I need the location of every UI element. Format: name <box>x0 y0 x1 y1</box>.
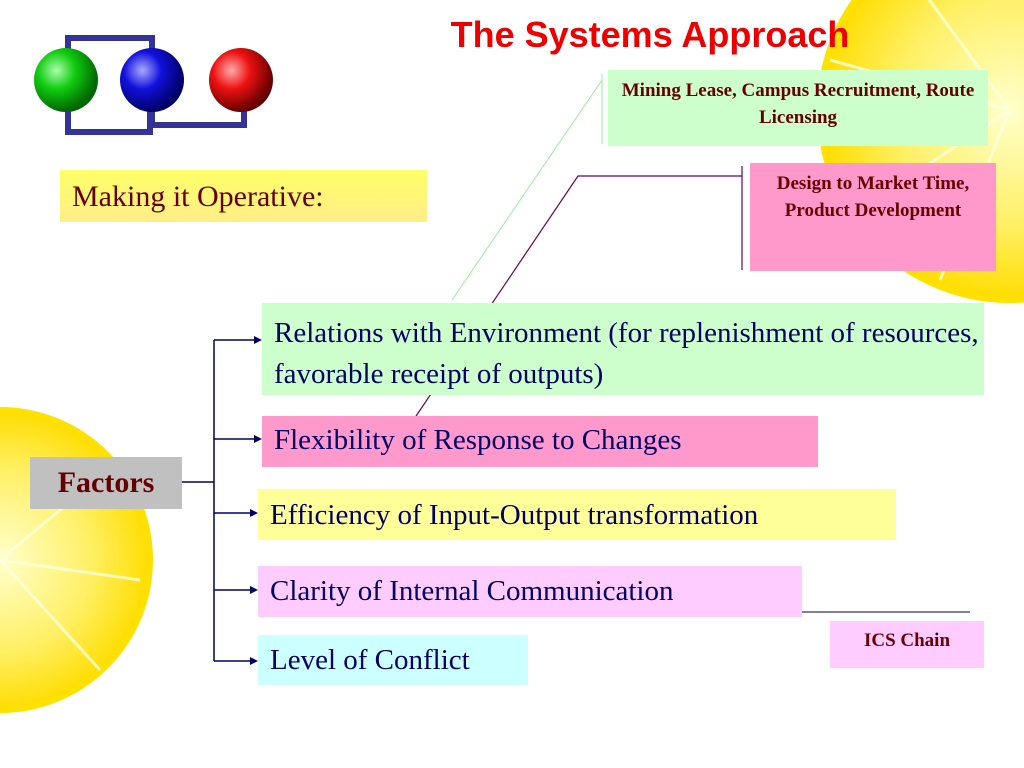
blue-ball-icon <box>120 48 184 112</box>
connectors <box>182 74 970 665</box>
factor-relations-box: Relations with Environment (for replenis… <box>262 303 984 395</box>
lemon-slice-left <box>0 407 153 713</box>
logo <box>34 28 273 152</box>
page-title: The Systems Approach <box>450 14 850 55</box>
subtitle-box: Making it Operative: <box>60 170 427 222</box>
green-ball-icon <box>34 48 98 112</box>
factor-conflict-box: Level of Conflict <box>258 635 528 685</box>
factor-efficiency-box: Efficiency of Input-Output transformatio… <box>258 489 896 540</box>
factor-flexibility-box: Flexibility of Response to Changes <box>262 416 818 467</box>
factors-root-box: Factors <box>30 457 182 509</box>
red-ball-icon <box>209 48 273 112</box>
factor-communication-box: Clarity of Internal Communication <box>258 566 802 617</box>
example-communication-box: ICS Chain <box>830 621 984 668</box>
example-flexibility-box: Design to Market Time, Product Developme… <box>750 163 996 271</box>
example-relations-box: Mining Lease, Campus Recruitment, Route … <box>608 70 988 146</box>
